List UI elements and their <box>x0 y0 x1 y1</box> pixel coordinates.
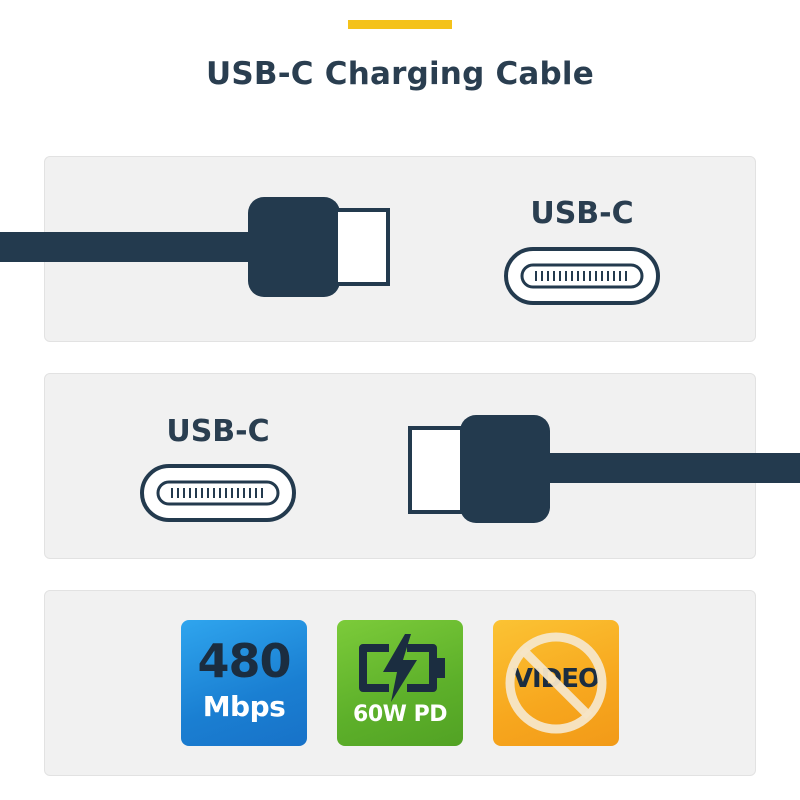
no-video-badge: VIDEO <box>493 620 619 746</box>
speed-value: 480 <box>197 634 291 688</box>
speed-unit: Mbps <box>202 690 286 723</box>
usb-c-port-icon <box>140 464 296 522</box>
speed-badge: 480 Mbps <box>181 620 307 746</box>
port-label-top: USB-C <box>530 196 634 231</box>
no-video-icon <box>505 632 607 734</box>
port-label-middle: USB-C <box>166 414 270 449</box>
power-badge: 60W PD <box>337 620 463 746</box>
power-label: 60W PD <box>353 702 447 727</box>
title-accent-bar <box>348 20 452 29</box>
page-title: USB-C Charging Cable <box>206 56 594 92</box>
usb-c-port-icon <box>504 247 660 305</box>
battery-charging-icon <box>359 634 445 702</box>
